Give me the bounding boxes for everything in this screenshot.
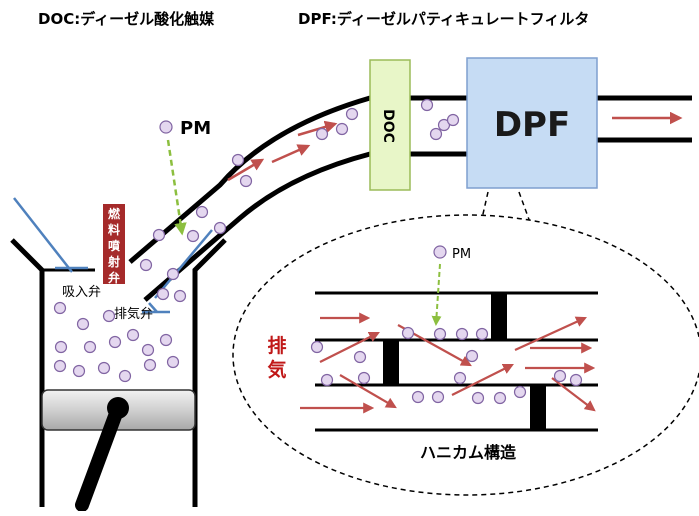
pm-particle [152, 228, 166, 242]
pm-particle [156, 287, 170, 301]
flow-arrow [271, 144, 311, 164]
pm-bubble-trace [431, 263, 442, 326]
channel-plug [383, 340, 399, 385]
honeycomb-label: ハニカム構造 [420, 443, 517, 462]
pm-particle [320, 373, 334, 387]
pm-particle [53, 359, 67, 373]
connecting-rod [75, 401, 125, 512]
doc-catalyst: DOC [369, 59, 411, 191]
pm-particles [53, 98, 583, 405]
honeycomb-flow-arrows [300, 312, 596, 414]
pm-particle [83, 340, 97, 354]
flow-arrow [339, 374, 397, 409]
pm-particle [401, 326, 415, 340]
piston-pin [107, 397, 129, 419]
pm-particle [173, 289, 187, 303]
cylinder-right-wall [192, 238, 227, 507]
flow-arrow [297, 120, 338, 137]
flow-arrow [227, 158, 265, 182]
pm-particle [569, 373, 583, 387]
pm-particle [76, 317, 90, 331]
pm-particle [310, 340, 324, 354]
pm-particle [97, 361, 111, 375]
pm-trace [166, 139, 187, 236]
piston [41, 389, 196, 512]
exhaust-pipe [128, 95, 692, 302]
honeycomb-plugs [383, 293, 546, 430]
pm-particle [195, 205, 209, 219]
pm-particle [72, 364, 86, 378]
pipe-flow-arrows [227, 111, 683, 182]
pm-particle [315, 127, 329, 141]
pm-particle [431, 390, 445, 404]
dpf-box-label: DPF [494, 105, 570, 145]
doc-box-label: DOC [380, 109, 396, 143]
dpf-title: DPF:ディーゼルパティキュレートフィルタ [298, 10, 589, 28]
pm-bubble-marker [433, 245, 447, 259]
pm-particle [335, 122, 349, 136]
pm-particle [453, 371, 467, 385]
pm-particle [429, 127, 443, 141]
pm-particle [465, 349, 479, 363]
pm-particle [475, 327, 489, 341]
flow-arrow [551, 377, 596, 412]
pm-particle [102, 309, 116, 323]
pm-label: PM [180, 118, 211, 139]
cylinder [10, 238, 227, 507]
pm-particle [108, 335, 122, 349]
pm-particle [553, 369, 567, 383]
pm-particle [213, 221, 227, 235]
cylinder-left-wall [10, 238, 45, 507]
doc-title: DOC:ディーゼル酸化触媒 [38, 10, 215, 28]
flow-arrow [514, 316, 588, 352]
pm-particle [239, 174, 253, 188]
fuel-injector-label: 燃料噴射弁 [107, 206, 121, 285]
pm-particle [159, 333, 173, 347]
pm-particle [420, 98, 434, 112]
flow-arrow [451, 364, 514, 396]
pm-particle [357, 371, 371, 385]
pm-particle [345, 107, 359, 121]
exhaust-valve [142, 229, 213, 314]
fuel-injector: 燃料噴射弁 [103, 204, 125, 285]
pm-particle [186, 229, 200, 243]
pm-particle [433, 327, 447, 341]
pm-particle [455, 327, 469, 341]
pm-particle [143, 358, 157, 372]
pm-particle [437, 118, 451, 132]
intake-valve-label: 吸入弁 [62, 285, 101, 300]
pm-particle [166, 267, 180, 281]
pm-bubble-label: PM [452, 247, 471, 262]
pm-particle [54, 340, 68, 354]
exhaust-valve-label: 排気弁 [114, 306, 153, 322]
dpf-box [466, 57, 598, 189]
flow-arrow [319, 332, 380, 363]
pm-particle [141, 343, 155, 357]
injector-body [103, 204, 125, 284]
pm-particle [411, 390, 425, 404]
pm-particle [139, 258, 153, 272]
pm-particle [446, 113, 460, 127]
exhaust-gas-label: 排気 [267, 334, 286, 381]
channel-plug [530, 385, 546, 430]
intake-valve [13, 197, 88, 273]
pm-particle [353, 350, 367, 364]
pm-particle [513, 385, 527, 399]
dpf-filter: DPF [466, 57, 598, 189]
pm-particle [493, 391, 507, 405]
pm-particle [118, 369, 132, 383]
pm-particle [471, 391, 485, 405]
pm-particle [126, 328, 140, 342]
pm-particle-marker [159, 120, 173, 134]
channel-plug [491, 293, 507, 340]
pm-particle [231, 153, 245, 167]
pm-particle [166, 355, 180, 369]
doc-box [369, 59, 411, 191]
pm-particle [53, 301, 67, 315]
